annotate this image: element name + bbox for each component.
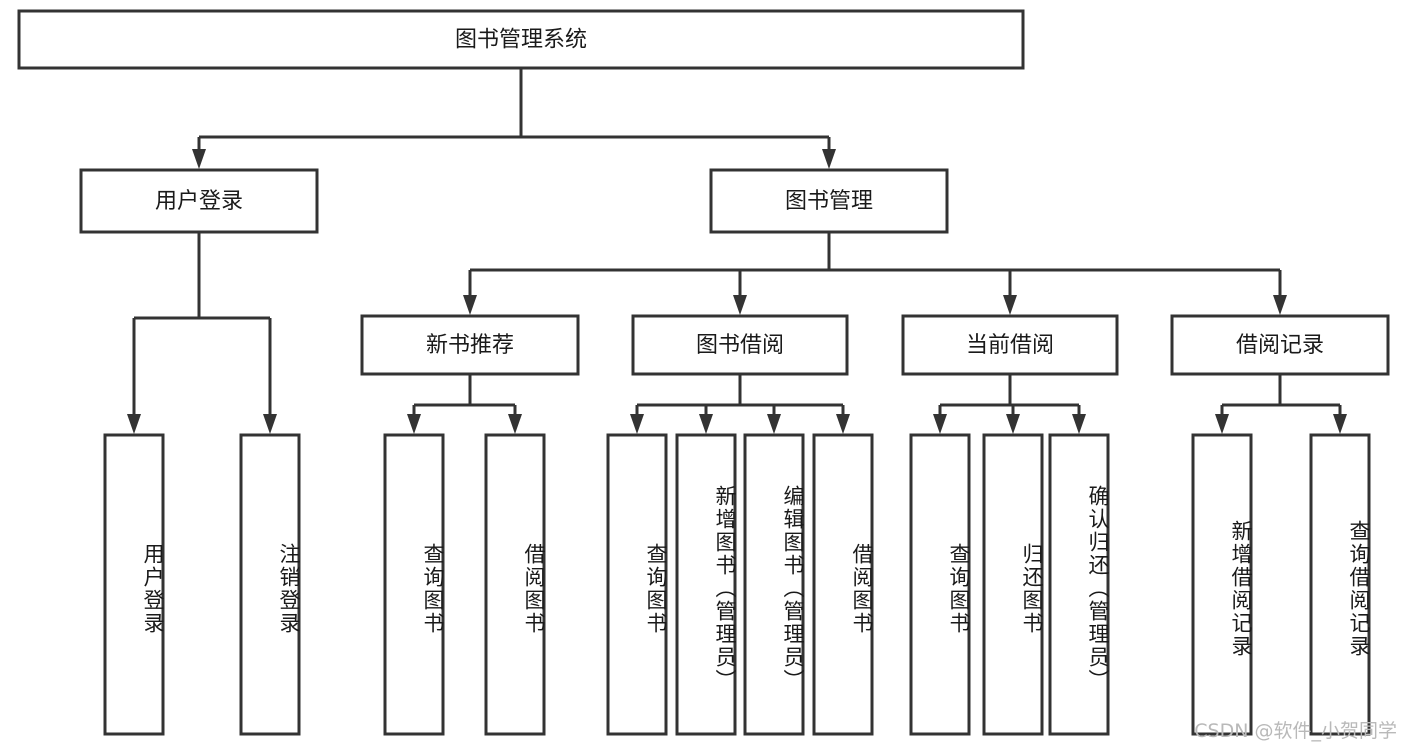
node-leaf-5-rect[interactable] [675, 433, 737, 736]
node-level3-3[interactable]: 借阅记录 [1170, 314, 1390, 376]
node-leaf-0-rect[interactable] [103, 433, 165, 736]
node-root[interactable]: 图书管理系统 [17, 9, 1025, 70]
arrow-head-icon [630, 414, 644, 434]
node-level3-2-label: 当前借阅 [966, 333, 1054, 358]
node-level2-0[interactable]: 用户登录 [79, 168, 319, 234]
connectors-layer [127, 68, 1347, 434]
node-level3-1-label: 图书借阅 [696, 333, 784, 358]
arrow-head-icon [822, 149, 836, 169]
node-root-label: 图书管理系统 [455, 28, 587, 53]
arrow-head-icon [508, 414, 522, 434]
node-leaf-1-rect[interactable] [239, 433, 301, 736]
node-root-rect [17, 9, 1025, 70]
node-level3-2[interactable]: 当前借阅 [901, 314, 1119, 376]
node-level3-0-label: 新书推荐 [426, 333, 514, 358]
node-level3-1[interactable]: 图书借阅 [631, 314, 849, 376]
node-leaf-9-rect[interactable] [982, 433, 1044, 736]
arrow-head-icon [192, 149, 206, 169]
arrow-head-icon [733, 295, 747, 315]
arrow-head-icon [463, 295, 477, 315]
node-leaf-6-rect[interactable] [743, 433, 805, 736]
arrow-head-icon [1006, 414, 1020, 434]
arrow-head-icon [263, 414, 277, 434]
arrow-head-icon [767, 414, 781, 434]
node-level2-1-label: 图书管理 [785, 189, 873, 214]
node-level3-3-label: 借阅记录 [1236, 333, 1324, 358]
arrow-head-icon [1072, 414, 1086, 434]
arrow-head-icon [836, 414, 850, 434]
node-level3-2-rect [901, 314, 1119, 376]
node-level2-0-rect [79, 168, 319, 234]
node-leaf-8-rect[interactable] [909, 433, 971, 736]
arrow-head-icon [1273, 295, 1287, 315]
arrow-head-icon [933, 414, 947, 434]
node-level3-1-rect [631, 314, 849, 376]
node-level2-0-label: 用户登录 [155, 189, 243, 214]
arrow-head-icon [699, 414, 713, 434]
node-leaf-10-rect[interactable] [1048, 433, 1110, 736]
node-leaf-7-rect[interactable] [812, 433, 874, 736]
arrow-head-icon [1333, 414, 1347, 434]
node-leaf-4-rect[interactable] [606, 433, 668, 736]
node-level3-0-rect [360, 314, 580, 376]
csdn-watermark: CSDN @软件_小贺同学 [1194, 720, 1397, 742]
node-level2-1[interactable]: 图书管理 [709, 168, 949, 234]
arrow-head-icon [407, 414, 421, 434]
node-leaf-12-rect[interactable] [1309, 433, 1371, 736]
node-level2-1-rect [709, 168, 949, 234]
node-leaf-3-rect[interactable] [484, 433, 546, 736]
node-leaf-11-rect[interactable] [1191, 433, 1253, 736]
node-level3-0[interactable]: 新书推荐 [360, 314, 580, 376]
arrow-head-icon [1215, 414, 1229, 434]
node-leaf-2-rect[interactable] [383, 433, 445, 736]
arrow-head-icon [1003, 295, 1017, 315]
arrow-head-icon [127, 414, 141, 434]
node-level3-3-rect [1170, 314, 1390, 376]
